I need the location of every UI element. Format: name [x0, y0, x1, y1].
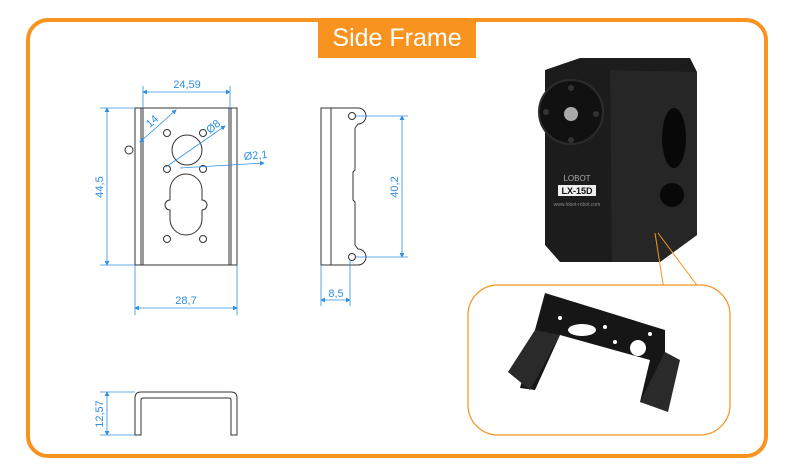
- front-view: [124, 107, 238, 266]
- dim-height: 44,5: [94, 176, 106, 197]
- dim-top-width: 24,59: [173, 79, 201, 91]
- bracket-photo: [508, 293, 680, 412]
- dim-diagonal: 14: [144, 113, 161, 130]
- dim-bottom-height: 12,57: [94, 400, 106, 428]
- dim-bottom-width: 28,7: [175, 295, 196, 307]
- dim-side-depth: 8,5: [328, 288, 343, 300]
- side-view: [320, 107, 367, 266]
- servo-brand: LOBOT: [563, 174, 590, 183]
- front-dimensions: [100, 86, 265, 315]
- bottom-dimensions: [100, 391, 135, 436]
- callout-line: [654, 232, 665, 291]
- dim-side-height: 40,2: [389, 176, 401, 197]
- servo-url: www.lobot-robot.com: [554, 202, 601, 208]
- callout-line: [657, 232, 703, 293]
- page-title: Side Frame: [318, 18, 476, 58]
- servo-model: LX-15D: [561, 186, 593, 196]
- dim-big-hole: Ø8: [204, 118, 223, 137]
- side-dimensions: [320, 115, 408, 306]
- detail-bubble: [467, 284, 731, 436]
- dim-small-hole: Ø2,1: [243, 149, 268, 163]
- bottom-view: [134, 391, 238, 436]
- servo-photo: LOBOT LX-15D www.lobot-robot.com: [538, 58, 697, 262]
